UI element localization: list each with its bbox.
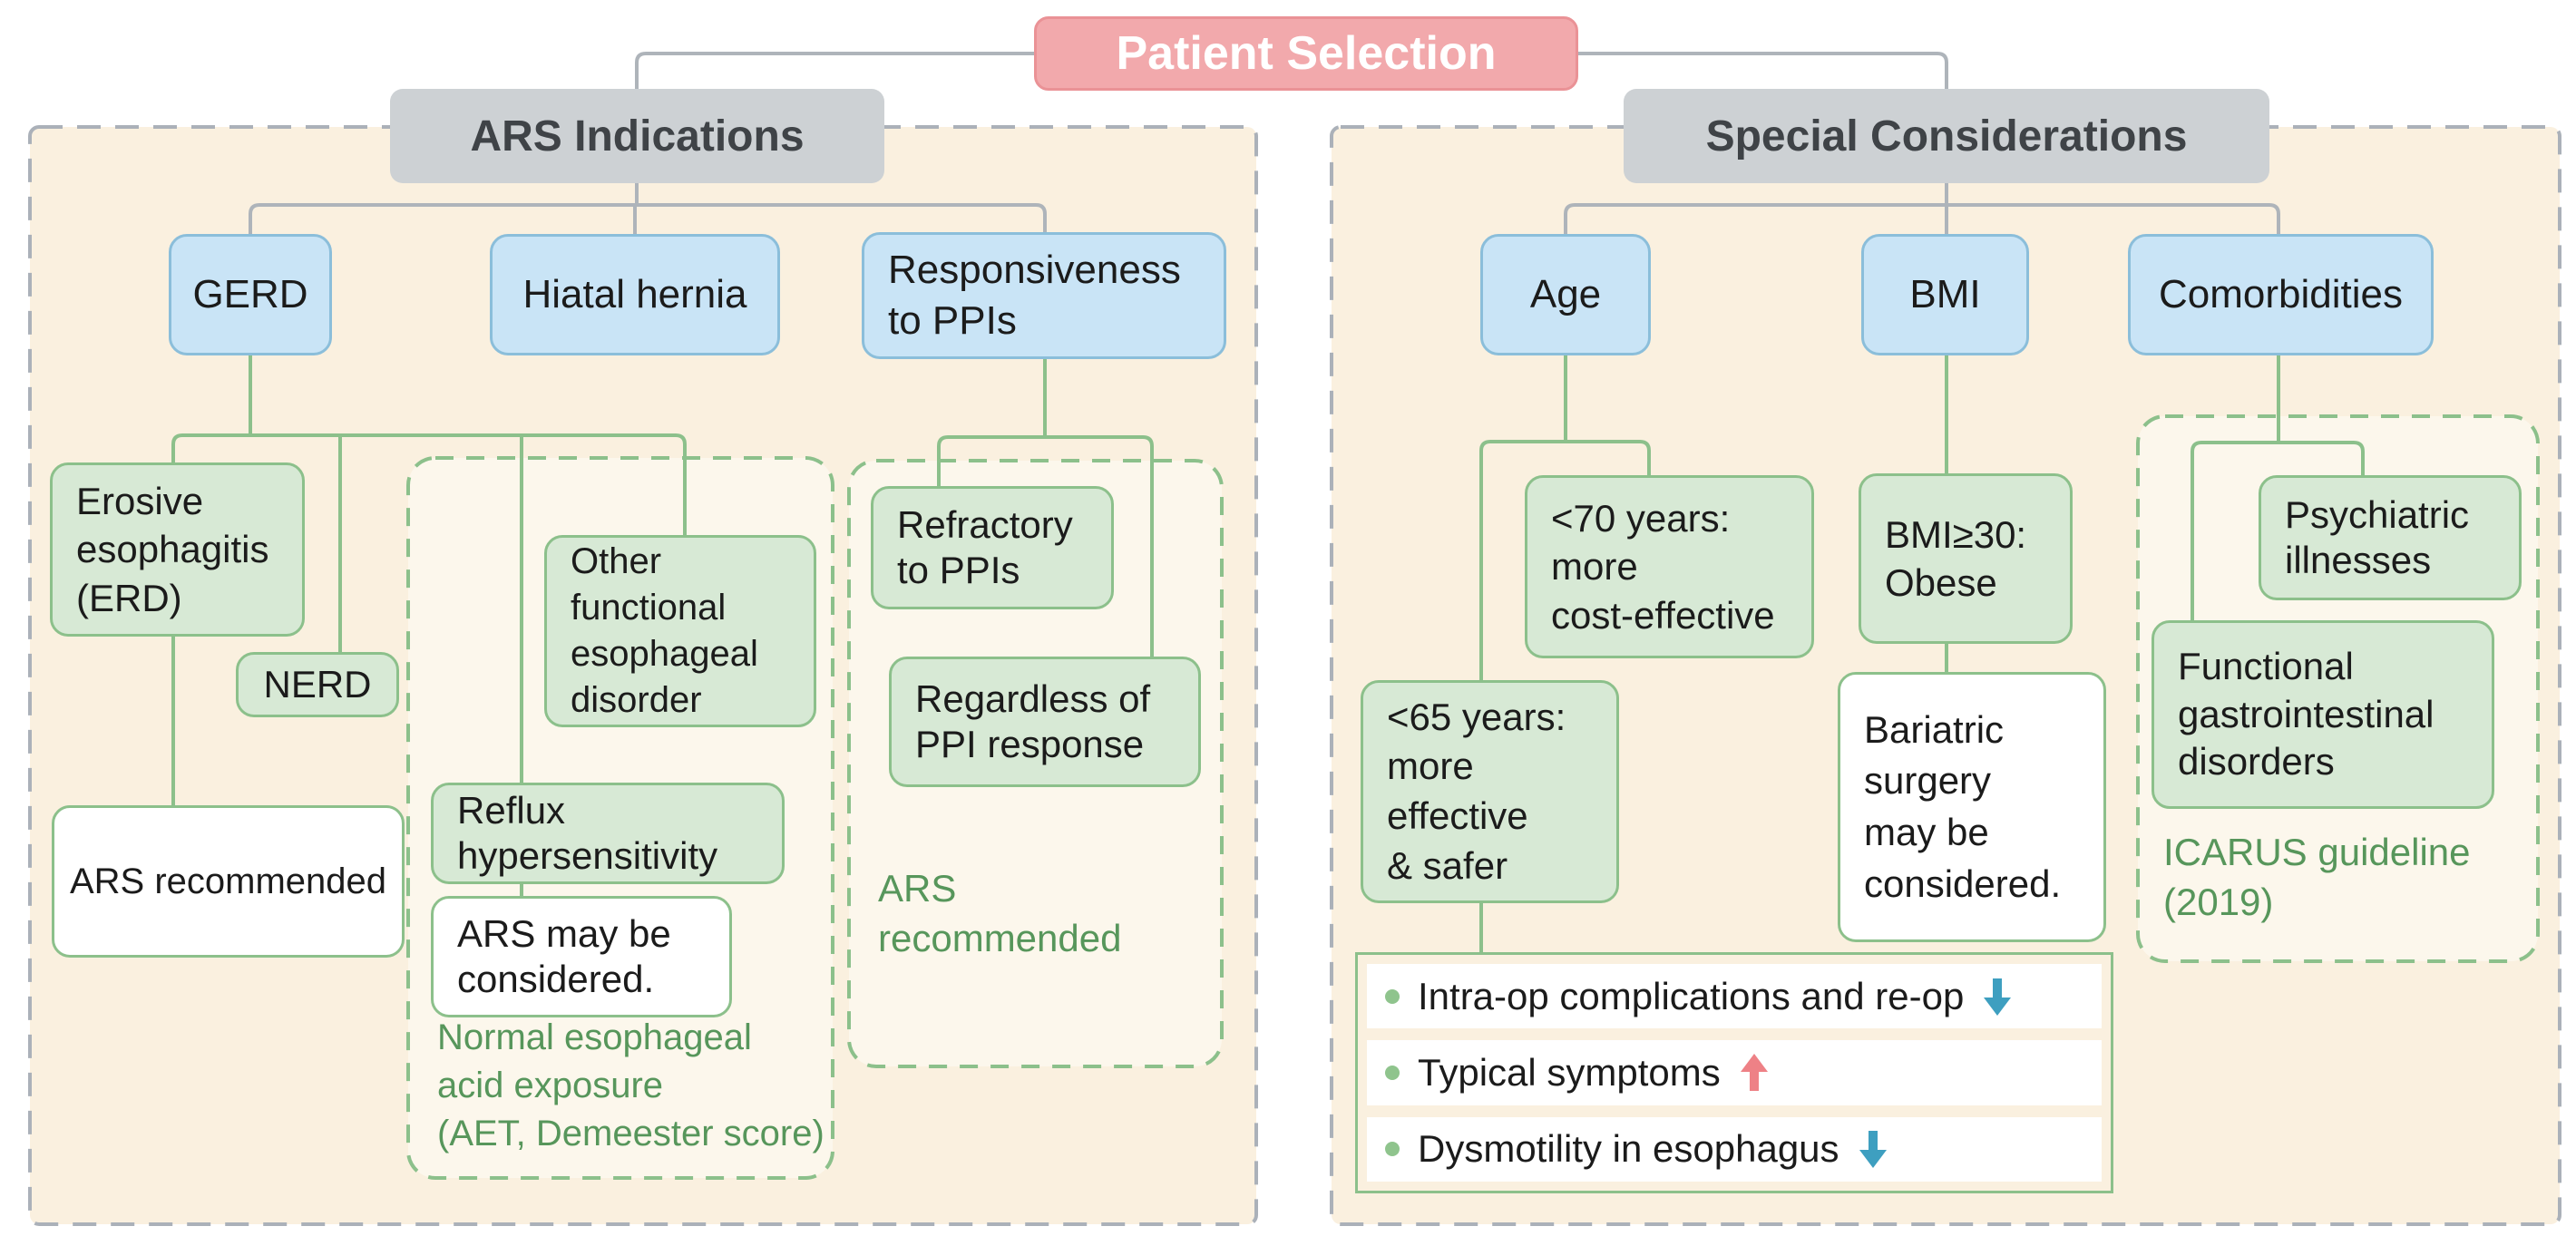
- node-ars-may-be-considered: ARS may be considered.: [431, 896, 732, 1017]
- node-age: Age: [1480, 234, 1651, 355]
- node-under-70-years: <70 years: more cost-effective: [1525, 475, 1814, 658]
- node-reflux-hypersensitivity: Reflux hypersensitivity: [431, 783, 785, 884]
- page-title: Patient Selection: [1034, 16, 1578, 91]
- node-bmi-30-obese: BMI≥30: Obese: [1859, 473, 2073, 644]
- node-other-functional-disorder: Other functional esophageal disorder: [544, 535, 816, 727]
- age-effect-label: Dysmotility in esophagus: [1418, 1127, 1839, 1171]
- node-regardless-of-ppi-response: Regardless of PPI response: [889, 657, 1201, 787]
- bullet-dot-icon: [1385, 1142, 1400, 1157]
- node-under-65-years: <65 years: more effective & safer: [1361, 680, 1619, 903]
- trend-down-icon: [1858, 1128, 1888, 1170]
- age-effect-row-intraop: Intra-op complications and re-op: [1367, 964, 2102, 1029]
- node-responsiveness-to-ppis: Responsiveness to PPIs: [862, 232, 1226, 359]
- section-header-special-considerations: Special Considerations: [1624, 89, 2269, 183]
- gray-connectors: [249, 52, 2280, 234]
- age-effect-label: Typical symptoms: [1418, 1050, 1721, 1094]
- node-hiatal-hernia: Hiatal hernia: [490, 234, 780, 355]
- note-ars-recommended: ARS recommended: [878, 867, 1122, 960]
- node-psychiatric-illnesses: Psychiatric illnesses: [2259, 475, 2522, 600]
- node-erosive-esophagitis: Erosive esophagitis (ERD): [50, 462, 305, 637]
- node-functional-gi-disorders: Functional gastrointestinal disorders: [2152, 620, 2494, 809]
- age-effect-row-symptoms: Typical symptoms: [1367, 1040, 2102, 1105]
- note-icarus-guideline: ICARUS guideline (2019): [2163, 831, 2471, 924]
- node-comorbidities: Comorbidities: [2128, 234, 2434, 355]
- bullet-dot-icon: [1385, 1065, 1400, 1080]
- trend-down-icon: [1982, 976, 2013, 1017]
- node-bariatric-surgery: Bariatric surgery may be considered.: [1838, 672, 2106, 942]
- age-effects-list: Intra-op complications and re-op Typical…: [1355, 952, 2113, 1193]
- node-refractory-to-ppis: Refractory to PPIs: [871, 486, 1114, 609]
- section-header-ars-indications: ARS Indications: [390, 89, 884, 183]
- node-bmi: BMI: [1861, 234, 2029, 355]
- note-normal-acid-exposure: Normal esophageal acid exposure (AET, De…: [437, 1017, 825, 1153]
- age-effect-label: Intra-op complications and re-op: [1418, 974, 1965, 1017]
- age-effect-row-dysmotility: Dysmotility in esophagus: [1367, 1116, 2102, 1182]
- node-ars-recommended: ARS recommended: [52, 805, 405, 958]
- node-nerd: NERD: [236, 652, 399, 717]
- node-gerd: GERD: [169, 234, 332, 355]
- green-connectors: [171, 355, 2365, 952]
- bullet-dot-icon: [1385, 988, 1400, 1004]
- trend-up-icon: [1739, 1052, 1770, 1094]
